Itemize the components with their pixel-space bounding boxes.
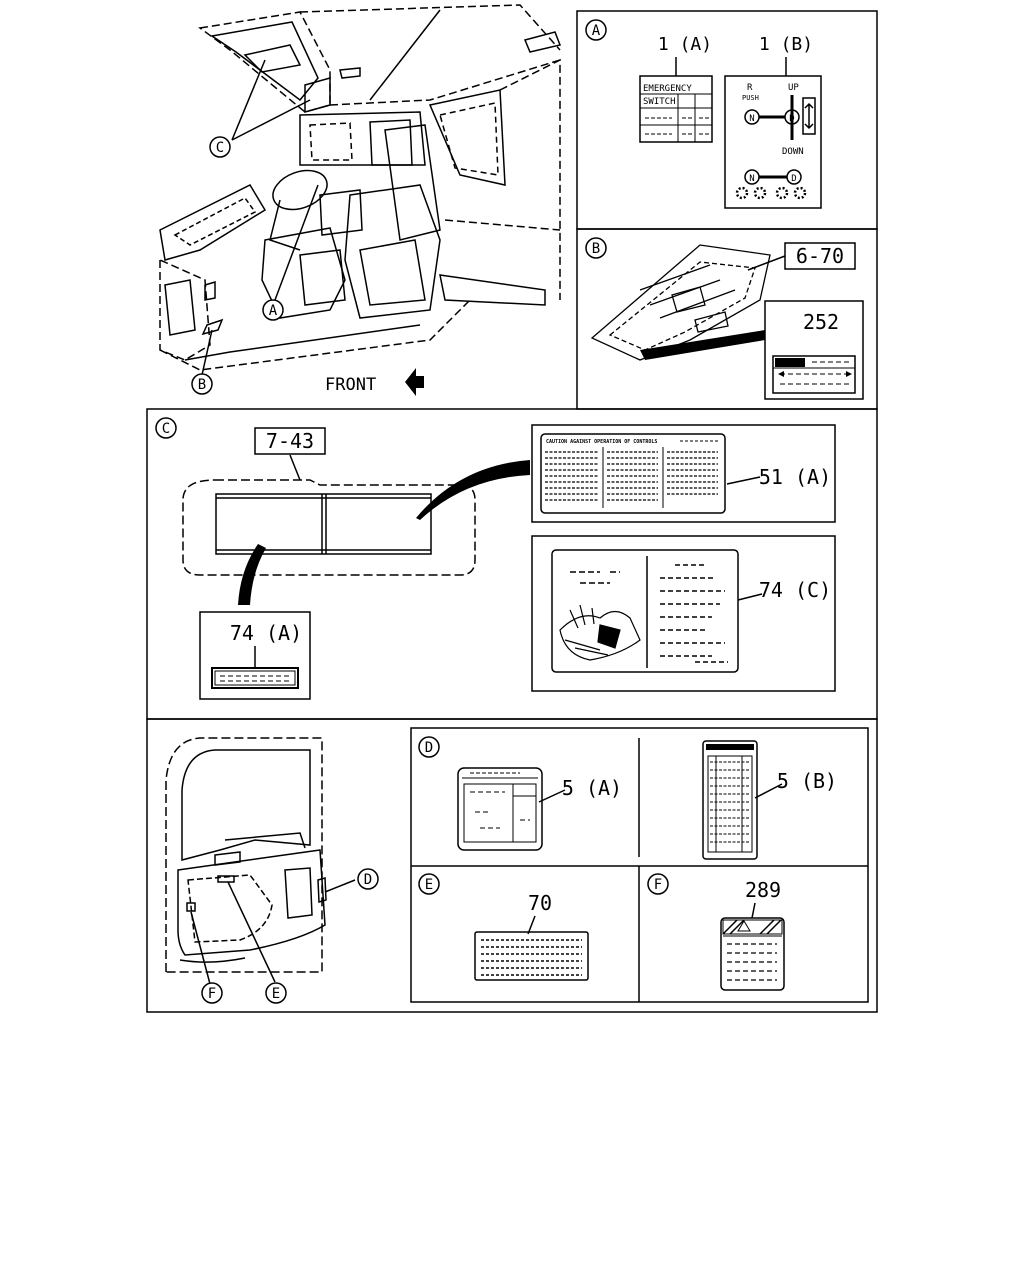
marker-f-door: F [201, 982, 223, 1004]
svg-text:N: N [749, 114, 754, 124]
ref-label-7-43: 7-43 [266, 429, 314, 453]
svg-text:UP: UP [788, 83, 799, 93]
svg-text:D: D [425, 740, 433, 756]
part-label-74c: 74 (C) [759, 578, 831, 602]
part-label-1a: 1 (A) [658, 34, 712, 55]
svg-text:A: A [269, 303, 278, 319]
svg-text:EMERGENCY: EMERGENCY [643, 84, 692, 94]
detail-b-panel: B 6-70 252 [576, 228, 878, 410]
front-arrow-icon [405, 368, 424, 396]
detail-c-panel: C 7-43 CAUTION AGAINST OPERATION OF CONT… [146, 408, 878, 720]
svg-text:B: B [592, 241, 600, 257]
svg-text:CAUTION AGAINST OPERATION OF C: CAUTION AGAINST OPERATION OF CONTROLS [546, 439, 657, 445]
marker-d-door: D [357, 868, 379, 890]
part-label-5b: 5 (B) [777, 769, 837, 793]
front-label: FRONT [325, 375, 376, 395]
svg-text:SWITCH: SWITCH [643, 97, 676, 107]
part-label-289: 289 [745, 878, 781, 902]
svg-text:A: A [592, 23, 601, 39]
label-74c: 74 (C) [531, 535, 836, 692]
svg-text:C: C [162, 421, 170, 437]
door-section-panel: D F E D 5 (A [146, 718, 878, 1013]
svg-text:DOWN: DOWN [782, 147, 804, 157]
emergency-switch-label: EMERGENCY SWITCH [639, 75, 713, 143]
part-label-1b: 1 (B) [759, 34, 813, 55]
door-illustration [165, 737, 327, 973]
gear-icons [735, 186, 807, 200]
detail-a-panel: A 1 (A) 1 (B) EMERGENCY SWITCH R PUSH UP… [576, 10, 878, 230]
svg-text:D: D [791, 174, 796, 184]
detail-e-panel: E 70 [418, 873, 589, 981]
part-label-5a: 5 (A) [562, 776, 622, 800]
svg-text:F: F [208, 986, 216, 1002]
svg-text:E: E [425, 877, 433, 893]
part-label-70: 70 [528, 891, 552, 915]
label-5a: 5 (A) [457, 767, 622, 851]
svg-text:F: F [654, 877, 662, 893]
marker-c-overview: C [209, 136, 231, 158]
svg-text:N: N [749, 174, 754, 184]
marker-b-overview: B [191, 373, 213, 395]
part-label-51a: 51 (A) [759, 465, 831, 489]
detail-f-panel: F 289 [647, 873, 785, 991]
svg-text:E: E [272, 986, 280, 1002]
svg-text:B: B [198, 377, 206, 393]
part-label-252: 252 [803, 310, 839, 334]
shift-pattern-label: R PUSH UP DOWN N D N D [724, 75, 822, 209]
svg-text:R: R [747, 83, 753, 93]
sun-visor-illustration [182, 479, 476, 576]
label-5b: 5 (B) [702, 740, 837, 860]
ref-label-6-70: 6-70 [796, 244, 844, 268]
front-direction-indicator: FRONT [325, 368, 424, 396]
svg-text:C: C [216, 140, 224, 156]
part-label-74a: 74 (A) [230, 621, 302, 645]
label-74a: 74 (A) [199, 611, 311, 700]
detail-d-panel: D 5 (A) [418, 736, 837, 860]
hand-operating-lever-illustration [559, 604, 641, 661]
overview-leader-lines [201, 59, 319, 376]
marker-a-overview: A [262, 299, 284, 321]
svg-text:PUSH: PUSH [742, 94, 759, 102]
label-252: 252 [764, 300, 864, 400]
svg-text:D: D [364, 872, 372, 888]
cab-interior-illustration [159, 4, 562, 371]
label-51a: CAUTION AGAINST OPERATION OF CONTROLS 51… [531, 424, 836, 523]
marker-e-door: E [265, 982, 287, 1004]
